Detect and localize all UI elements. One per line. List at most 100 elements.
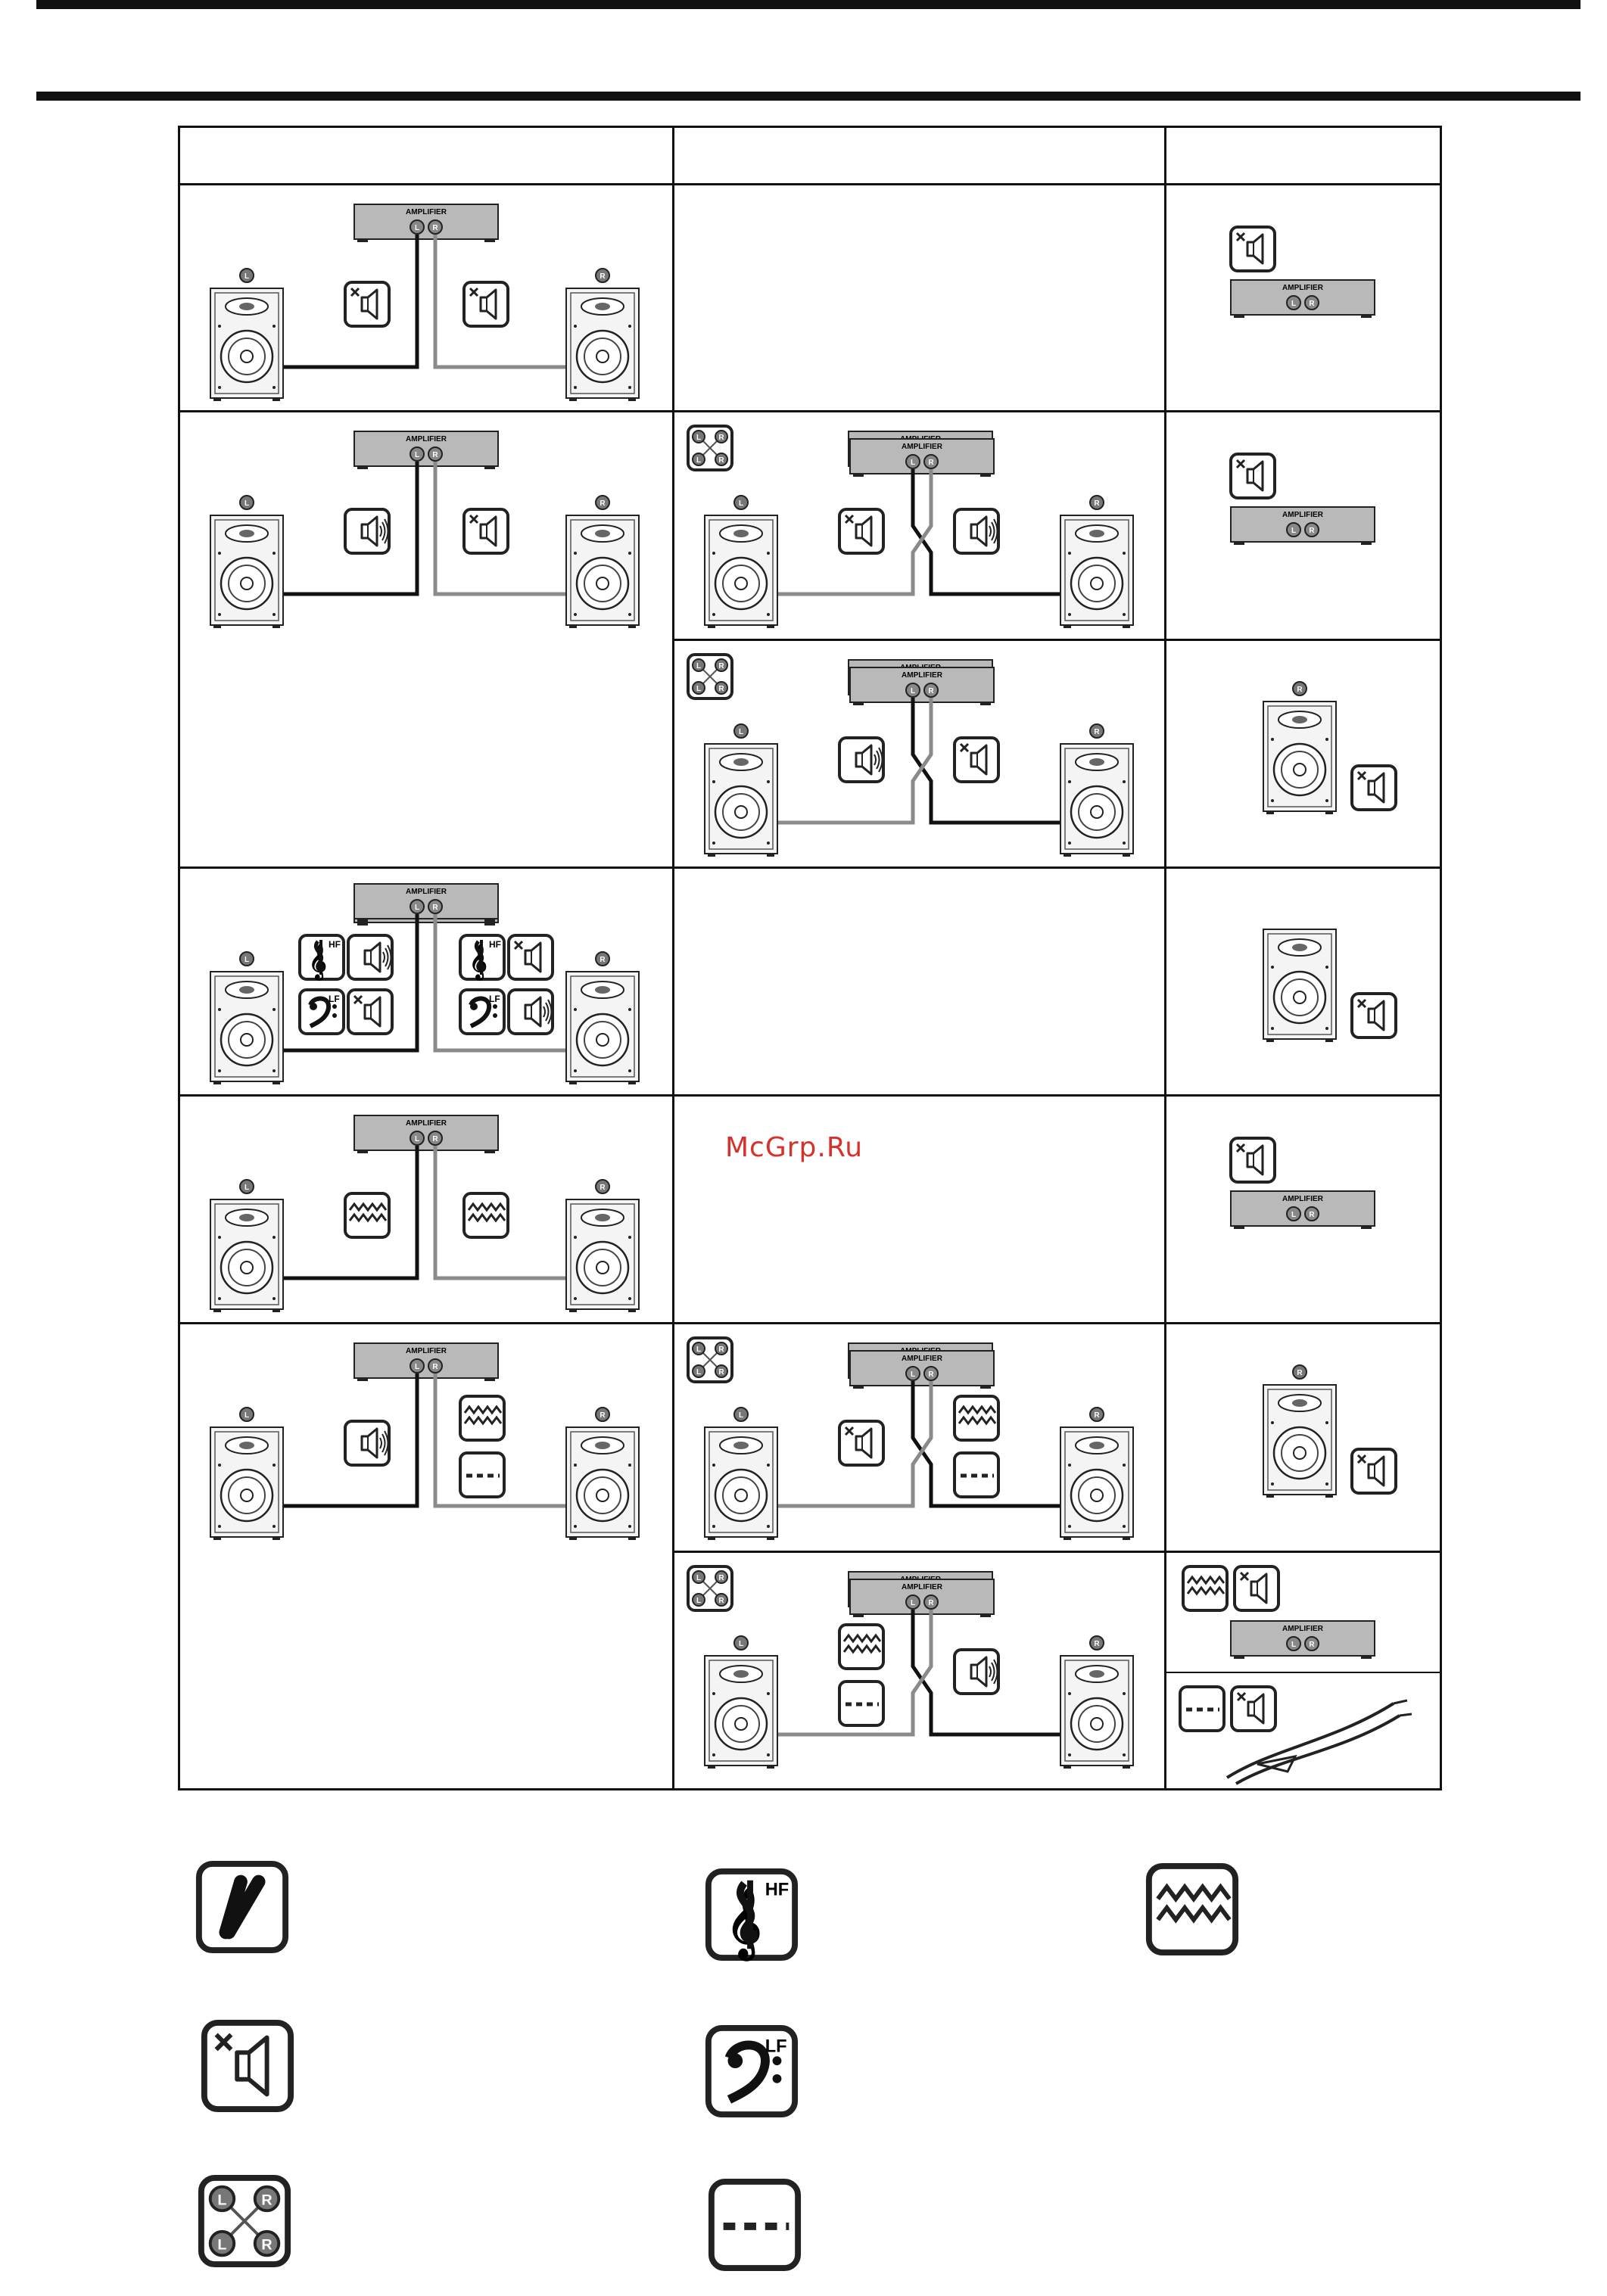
amplifier: AMPLIFIER L R bbox=[353, 431, 499, 469]
speaker: L bbox=[704, 1635, 778, 1769]
amplifier: AMPLIFIER L R bbox=[849, 667, 995, 705]
treble-hf-icon: 𝄞 HF bbox=[459, 934, 506, 982]
speaker: L bbox=[704, 723, 778, 857]
noise-zigzag-icon bbox=[953, 1395, 1000, 1442]
svg-text:R: R bbox=[432, 451, 438, 459]
svg-text:R: R bbox=[718, 1574, 724, 1582]
svg-text:L: L bbox=[696, 456, 701, 465]
noise-zigzag-icon bbox=[344, 1192, 391, 1239]
svg-text:L: L bbox=[911, 1599, 915, 1607]
noise-zigzag-icon bbox=[1143, 1860, 1241, 1958]
speaker bbox=[1263, 929, 1337, 1042]
svg-text:L: L bbox=[696, 1346, 701, 1354]
svg-text:LF: LF bbox=[765, 2036, 787, 2056]
svg-text:R: R bbox=[261, 2236, 272, 2253]
svg-text:R: R bbox=[1094, 728, 1100, 736]
speaker: R bbox=[565, 951, 640, 1084]
svg-text:L: L bbox=[911, 1370, 915, 1379]
svg-text:LF: LF bbox=[329, 994, 340, 1004]
speaker: L bbox=[210, 951, 284, 1084]
svg-text:L: L bbox=[244, 956, 249, 964]
svg-text:L: L bbox=[244, 272, 249, 281]
svg-text:L: L bbox=[696, 685, 701, 693]
subrow-divider bbox=[672, 1551, 1442, 1553]
svg-text:L: L bbox=[911, 687, 915, 695]
svg-text:AMPLIFIER: AMPLIFIER bbox=[406, 435, 447, 443]
diagram-row1-col1: AMPLIFIER L R L R bbox=[180, 185, 672, 410]
speaker: R bbox=[565, 495, 640, 628]
svg-text:L: L bbox=[1291, 1641, 1296, 1649]
troubleshooting-table: AMPLIFIER L R L R bbox=[178, 126, 1442, 1790]
svg-text:R: R bbox=[1094, 499, 1100, 508]
speaker-muted-icon bbox=[462, 281, 509, 328]
intermittent-dashed-icon bbox=[1179, 1685, 1225, 1732]
second-rule bbox=[36, 92, 1581, 101]
svg-text:R: R bbox=[600, 499, 606, 508]
svg-text:AMPLIFIER: AMPLIFIER bbox=[406, 1347, 447, 1355]
speaker-muted-icon bbox=[838, 1420, 885, 1467]
speaker-muted-icon bbox=[1350, 992, 1397, 1039]
svg-text:R: R bbox=[1094, 1640, 1100, 1648]
row-divider bbox=[180, 410, 1442, 412]
speaker: L bbox=[210, 268, 284, 401]
svg-text:L: L bbox=[1291, 1211, 1296, 1219]
speaker: L bbox=[704, 495, 778, 628]
svg-text:AMPLIFIER: AMPLIFIER bbox=[406, 1119, 447, 1128]
speaker: R bbox=[565, 1179, 640, 1312]
top-rule bbox=[36, 0, 1581, 9]
svg-text:AMPLIFIER: AMPLIFIER bbox=[1282, 284, 1324, 292]
svg-text:HF: HF bbox=[329, 939, 341, 950]
remedy-row3 bbox=[1166, 869, 1442, 1094]
amplifier: AMPLIFIER L R bbox=[353, 204, 499, 242]
speaker: L bbox=[210, 495, 284, 628]
speaker-sound-icon bbox=[507, 988, 554, 1035]
svg-text:R: R bbox=[1309, 527, 1315, 535]
svg-text:L: L bbox=[696, 662, 701, 670]
svg-text:AMPLIFIER: AMPLIFIER bbox=[1282, 1625, 1324, 1633]
row-divider bbox=[180, 1094, 1442, 1097]
intermittent-dashed-icon bbox=[953, 1451, 1000, 1498]
svg-text:L: L bbox=[415, 451, 419, 459]
svg-text:R: R bbox=[600, 272, 606, 281]
noise-zigzag-icon bbox=[838, 1623, 885, 1670]
speaker-muted-icon bbox=[838, 508, 885, 555]
svg-text:R: R bbox=[600, 956, 606, 964]
speaker: L bbox=[210, 1407, 284, 1540]
speaker-muted-icon bbox=[1229, 453, 1276, 499]
speaker-sound-icon bbox=[953, 1648, 1000, 1695]
speaker: R bbox=[1263, 1364, 1337, 1498]
amplifier: AMPLIFIER L R bbox=[353, 1115, 499, 1153]
svg-text:R: R bbox=[600, 1184, 606, 1192]
lr-swap-cross-icon: L R L R bbox=[687, 1565, 733, 1612]
speaker-sound-icon bbox=[344, 1420, 391, 1467]
speaker-muted-icon bbox=[344, 281, 391, 328]
bass-lf-icon: LF bbox=[298, 988, 345, 1035]
svg-text:L: L bbox=[696, 1597, 701, 1605]
svg-text:L: L bbox=[739, 728, 743, 736]
noise-zigzag-icon bbox=[1182, 1565, 1229, 1612]
svg-text:AMPLIFIER: AMPLIFIER bbox=[406, 888, 447, 896]
svg-text:R: R bbox=[718, 456, 724, 465]
svg-text:R: R bbox=[261, 2192, 272, 2208]
speaker-muted-icon bbox=[1350, 1448, 1397, 1495]
svg-text:R: R bbox=[1094, 1411, 1100, 1420]
column-divider bbox=[672, 128, 674, 1790]
svg-text:HF: HF bbox=[765, 1880, 789, 1899]
intermittent-dashed-icon bbox=[705, 2176, 804, 2274]
svg-text:AMPLIFIER: AMPLIFIER bbox=[902, 443, 943, 451]
svg-text:R: R bbox=[1309, 1211, 1315, 1219]
svg-text:L: L bbox=[217, 2236, 226, 2253]
svg-text:L: L bbox=[911, 459, 915, 467]
speaker-sound-icon bbox=[953, 508, 1000, 555]
speaker: L bbox=[210, 1179, 284, 1312]
remedy-row5b: AMPLIFIER L R bbox=[1166, 1553, 1442, 1672]
amplifier: AMPLIFIER L R bbox=[353, 1342, 499, 1381]
subrow-divider bbox=[672, 639, 1442, 641]
svg-text:HF: HF bbox=[489, 939, 501, 950]
speaker-muted-icon bbox=[347, 988, 394, 1035]
diagram-row2-col2b: AMPLIFIER L R AMPLIFIER L R L R L R L R bbox=[674, 641, 1164, 866]
speaker-muted-icon bbox=[1233, 1565, 1280, 1612]
header-divider bbox=[180, 183, 1442, 185]
svg-text:AMPLIFIER: AMPLIFIER bbox=[1282, 1195, 1324, 1203]
svg-text:AMPLIFIER: AMPLIFIER bbox=[902, 1355, 943, 1363]
